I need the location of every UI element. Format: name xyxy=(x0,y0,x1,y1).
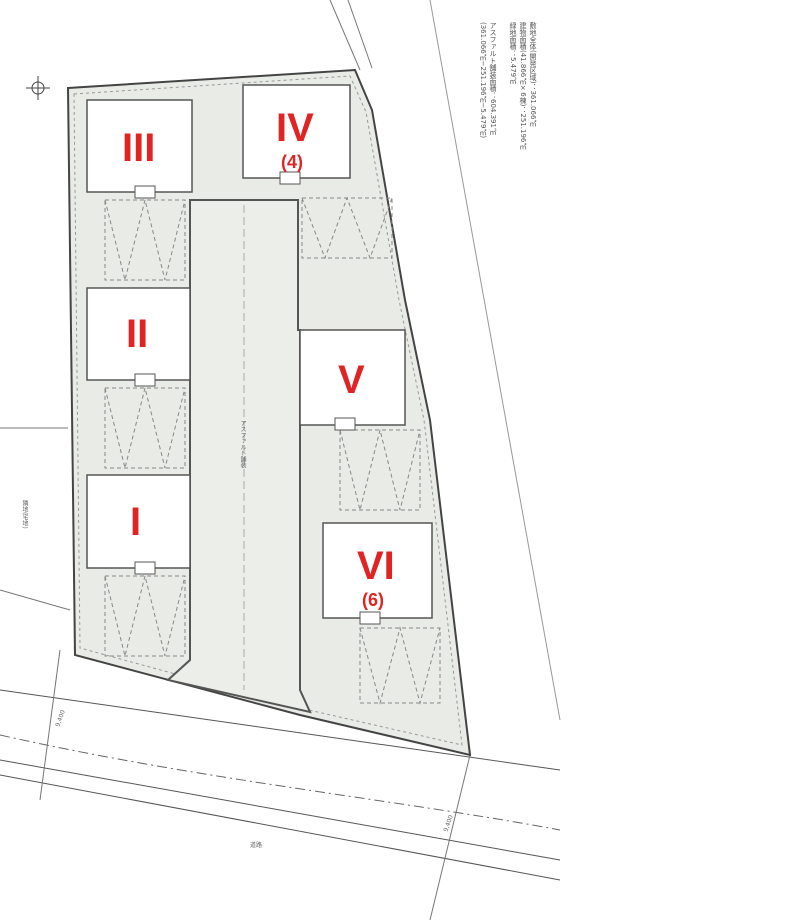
road-label: 道路 xyxy=(250,842,263,849)
building-label-IV: IV xyxy=(276,106,314,150)
paving-label: アスファルト舗装 xyxy=(239,420,246,468)
summary-line: 建物面積(41.866㎡×6棟)：251.196㎡ xyxy=(519,22,527,150)
dimension-line xyxy=(39,649,61,801)
summary-line: 敷地全体(開発区域)：361.066㎡ xyxy=(529,22,537,127)
building-label-VI: VI xyxy=(357,544,395,588)
building-label-I: I xyxy=(130,500,142,544)
north-arrow-icon xyxy=(26,76,50,100)
site-inner-boundary xyxy=(73,75,463,746)
building-label-V: V xyxy=(338,358,365,402)
road-centerline xyxy=(0,734,561,831)
building-I xyxy=(86,474,191,569)
boundary-line xyxy=(329,0,361,71)
building-III xyxy=(86,99,193,193)
buildings xyxy=(86,84,433,619)
boundary-line xyxy=(429,0,561,721)
road-edge xyxy=(0,774,561,881)
building-number-4: (4) xyxy=(281,152,303,172)
neighbor-label: 隣地(宅地) xyxy=(21,500,28,529)
central-drive xyxy=(165,199,312,714)
boundary-line xyxy=(347,0,373,69)
building-label-II: II xyxy=(126,312,149,356)
parking-areas xyxy=(104,196,441,705)
summary-line: アスファルト舗装面積：604.391㎡ xyxy=(489,22,497,135)
summary-line: 緑地面積：5.479㎡ xyxy=(509,22,517,85)
dimension-line xyxy=(429,754,471,920)
building-number-6: (6) xyxy=(362,590,384,610)
building-label-III: III xyxy=(122,126,156,170)
boundary-line xyxy=(0,589,71,611)
road-edge xyxy=(0,759,561,861)
summary-line: (361.066㎡−251.196㎡−5.479㎡) xyxy=(479,22,487,139)
building-entrances xyxy=(134,171,381,625)
building-VI xyxy=(322,522,433,619)
building-IV xyxy=(242,84,351,179)
road-edge xyxy=(0,689,561,771)
